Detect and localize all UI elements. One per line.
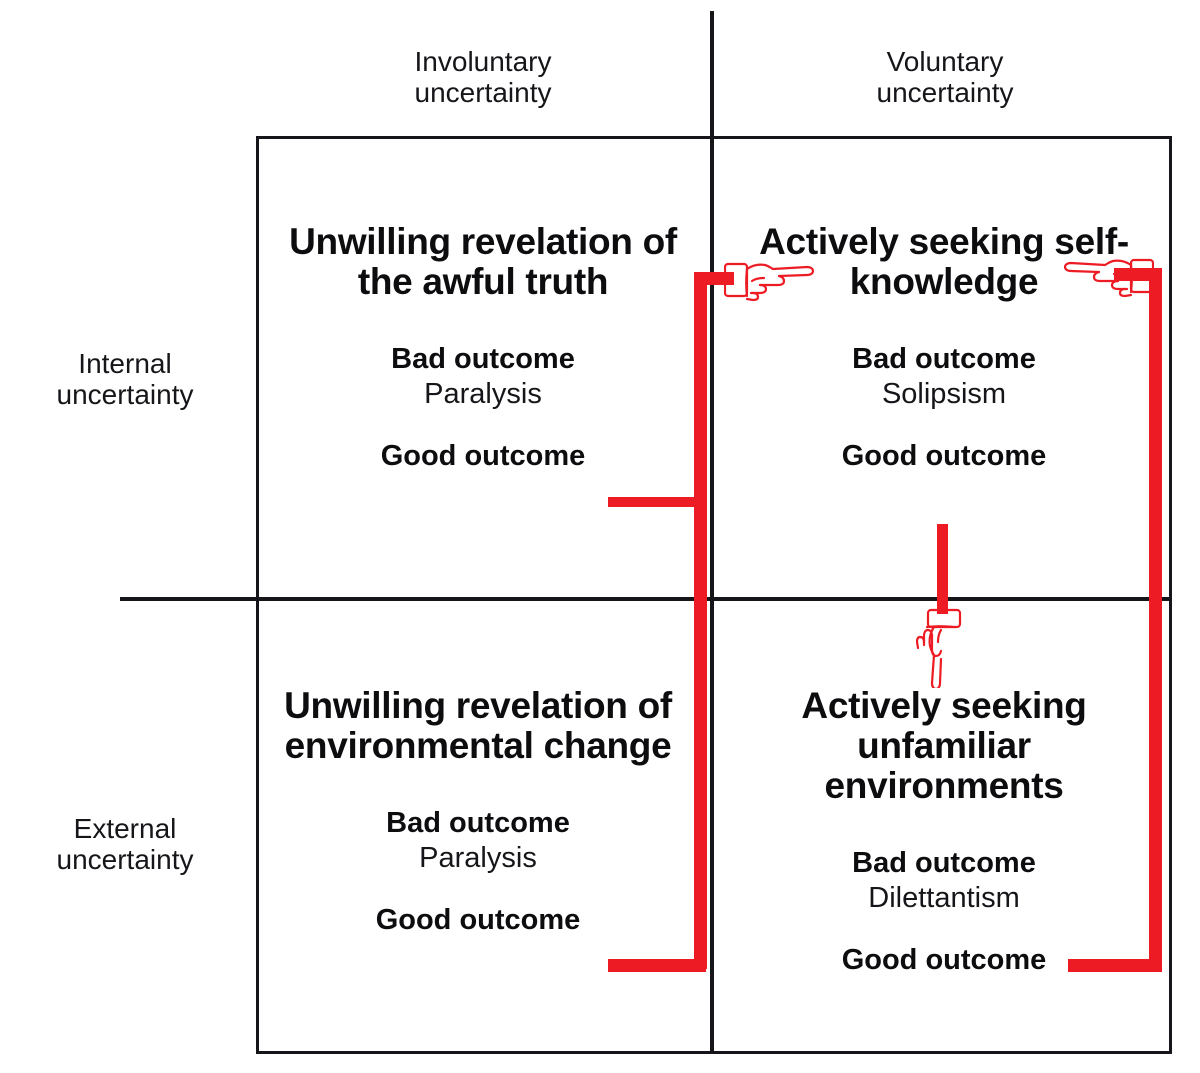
- quadrant-title: Actively seeking self-knowledge: [759, 221, 1129, 302]
- good-outcome-label: Good outcome: [841, 439, 1047, 472]
- bad-outcome-value: Paralysis: [419, 842, 537, 875]
- quadrant-internal-involuntary: Unwilling revelation of the awful truth …: [286, 222, 680, 474]
- quadrant-internal-voluntary: Actively seeking self-knowledge Bad outc…: [744, 222, 1144, 474]
- good-outcome-label: Good outcome: [375, 903, 581, 936]
- axis-label-involuntary-uncertainty: Involuntary uncertainty: [414, 46, 552, 109]
- quadrant-title: Unwilling revelation of environmental ch…: [284, 685, 672, 766]
- quadrant-outcomes: Bad outcome Dilettantism Good outcome: [742, 846, 1146, 978]
- connector-q2-good-outcome-down: [937, 524, 948, 614]
- axis-label-internal-uncertainty: Internal uncertainty: [56, 348, 194, 411]
- connector-right-trunk-vertical: [1149, 268, 1162, 969]
- bad-outcome-value: Solipsism: [881, 378, 1007, 411]
- good-outcome-label: Good outcome: [380, 439, 586, 472]
- bad-outcome-label: Bad outcome: [386, 806, 570, 839]
- matrix-inner-vertical-divider: [710, 136, 714, 1054]
- connector-left-trunk-vertical: [694, 272, 707, 969]
- hand-pointing-down-icon: [915, 608, 972, 693]
- axis-label-external-uncertainty: External uncertainty: [56, 813, 194, 876]
- connector-q4-good-outcome: [1068, 959, 1162, 972]
- hand-pointing-right-icon: [723, 252, 816, 313]
- connector-q3-good-outcome: [608, 959, 706, 972]
- bad-outcome-value: Paralysis: [424, 378, 542, 411]
- quadrant-external-voluntary: Actively seeking unfamiliar environments…: [742, 686, 1146, 978]
- bad-outcome-value: Dilettantism: [868, 882, 1020, 915]
- axis-horizontal-line: [120, 597, 1172, 601]
- quadrant-outcomes: Bad outcome Solipsism Good outcome: [744, 342, 1144, 474]
- good-outcome-label: Good outcome: [841, 943, 1047, 976]
- quadrant-title: Actively seeking unfamiliar environments: [801, 685, 1087, 806]
- bad-outcome-label: Bad outcome: [391, 342, 575, 375]
- quadrant-outcomes: Bad outcome Paralysis Good outcome: [274, 806, 682, 938]
- bad-outcome-label: Bad outcome: [852, 342, 1036, 375]
- connector-q1-good-outcome: [608, 497, 700, 507]
- hand-pointing-left-icon: [1062, 248, 1155, 309]
- bad-outcome-label: Bad outcome: [852, 846, 1036, 879]
- quadrant-title: Unwilling revelation of the awful truth: [289, 221, 677, 302]
- quadrant-external-involuntary: Unwilling revelation of environmental ch…: [274, 686, 682, 938]
- matrix-frame: [256, 136, 1172, 1054]
- quadrant-outcomes: Bad outcome Paralysis Good outcome: [286, 342, 680, 474]
- axis-label-voluntary-uncertainty: Voluntary uncertainty: [876, 46, 1014, 109]
